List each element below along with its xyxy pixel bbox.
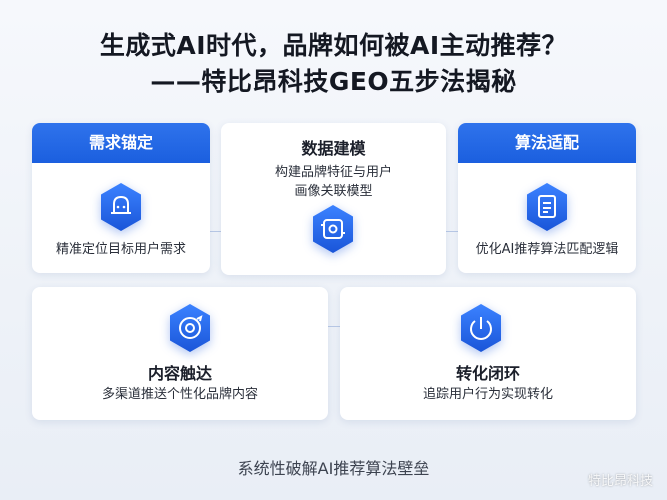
page-subtitle: ——特比昂科技GEO五步法揭秘 [150,67,517,96]
step-card-header: 需求锚定 [32,123,210,163]
step-card-algorithm: 算法适配 优化AI推荐算法匹配逻辑 [458,123,636,273]
bell-icon [97,181,145,233]
step-title: 数据建模 [301,139,366,158]
step-card-header: 算法适配 [458,123,636,163]
step-description: 画像关联模型 [294,184,373,199]
document-icon [523,181,571,233]
step-description: 追踪用户行为实现转化 [422,387,553,402]
step-title: 内容触达 [147,364,212,383]
footer-tagline: 系统性破解AI推荐算法壁垒 [237,459,430,478]
step-description: 优化AI推荐算法匹配逻辑 [475,242,619,257]
connector-line-bottom [218,326,458,327]
target-icon [166,302,214,354]
step-card-reach: 内容触达 多渠道推送个性化品牌内容 [32,287,328,420]
step-description: 精准定位目标用户需求 [55,242,186,257]
step-title: 转化闭环 [455,364,520,383]
step-description: 多渠道推送个性化品牌内容 [101,387,258,402]
power-icon [457,302,505,354]
step-description: 构建品牌特征与用户 [274,165,392,180]
page-title: 生成式AI时代，品牌如何被AI主动推荐？ [99,31,568,60]
cube-box-icon [309,203,357,255]
watermark: 特比昂科技 [587,474,653,489]
